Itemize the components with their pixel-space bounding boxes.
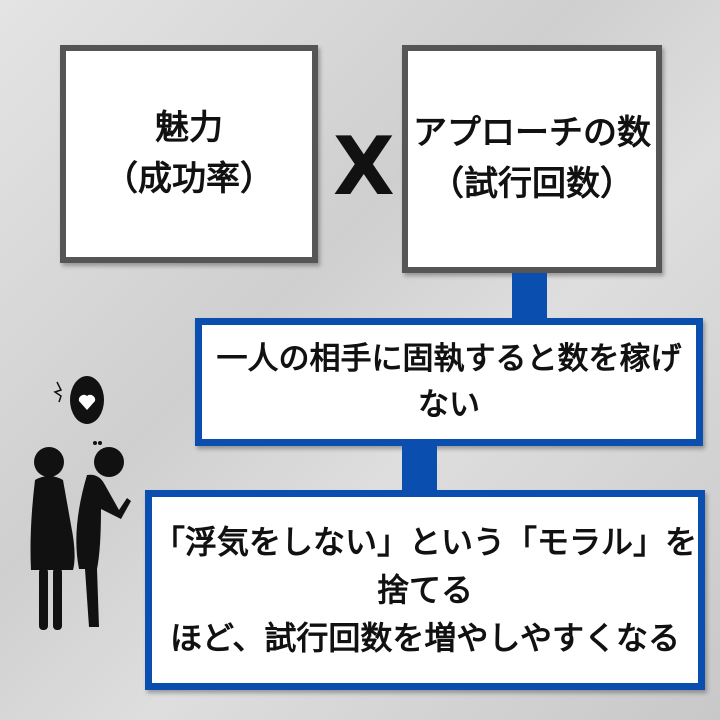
heart-icon	[78, 394, 96, 410]
approach-title: アプローチの数	[413, 113, 651, 153]
bottom-box: 「浮気をしない」という「モラル」を捨てる ほど、試行回数を増やしやすくなる	[145, 490, 705, 690]
charm-subtitle: （成功率）	[104, 159, 274, 199]
approach-box: アプローチの数 （試行回数）	[402, 45, 662, 273]
connector-bottom	[402, 446, 437, 492]
anger-mark-icon	[53, 381, 63, 403]
bottom-text-line2: ほど、試行回数を増やしやすくなる	[169, 619, 681, 657]
charm-box: 魅力 （成功率）	[60, 45, 318, 263]
approach-subtitle: （試行回数）	[430, 164, 634, 204]
connector-top	[512, 273, 547, 320]
middle-box: 一人の相手に固執すると数を稼げない	[195, 318, 703, 446]
couple-illustration-icon	[30, 376, 131, 630]
charm-title: 魅力	[155, 108, 223, 148]
bottom-text-line1: 「浮気をしない」という「モラル」を捨てる	[152, 523, 697, 609]
middle-text: 一人の相手に固執すると数を稼げない	[216, 340, 682, 424]
multiply-sign: X	[333, 120, 395, 213]
